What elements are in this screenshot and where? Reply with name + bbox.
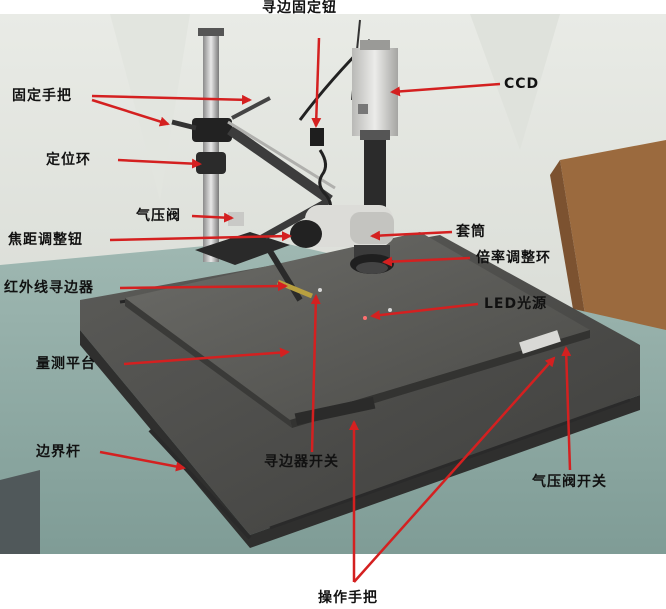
label-border-rod: 边界杆 <box>36 444 81 460</box>
label-measuring-platform: 量测平台 <box>36 356 96 372</box>
label-led-light: LED光源 <box>484 296 548 312</box>
label-positioning-ring: 定位环 <box>46 152 91 168</box>
label-zoom-ring: 倍率调整环 <box>476 250 551 266</box>
label-air-valve-switch: 气压阀开关 <box>532 474 607 490</box>
label-sleeve: 套筒 <box>456 224 486 240</box>
label-edge-clamp-knob: 寻边固定钮 <box>262 0 337 16</box>
label-operating-handle: 操作手把 <box>318 590 378 606</box>
label-fixed-handle: 固定手把 <box>12 88 72 104</box>
label-edge-finder-switch: 寻边器开关 <box>264 454 339 470</box>
label-ccd: CCD <box>504 76 540 92</box>
label-focus-knob: 焦距调整钮 <box>8 232 83 248</box>
label-air-valve: 气压阀 <box>136 208 181 224</box>
label-ir-edge-finder: 红外线寻边器 <box>4 280 94 296</box>
